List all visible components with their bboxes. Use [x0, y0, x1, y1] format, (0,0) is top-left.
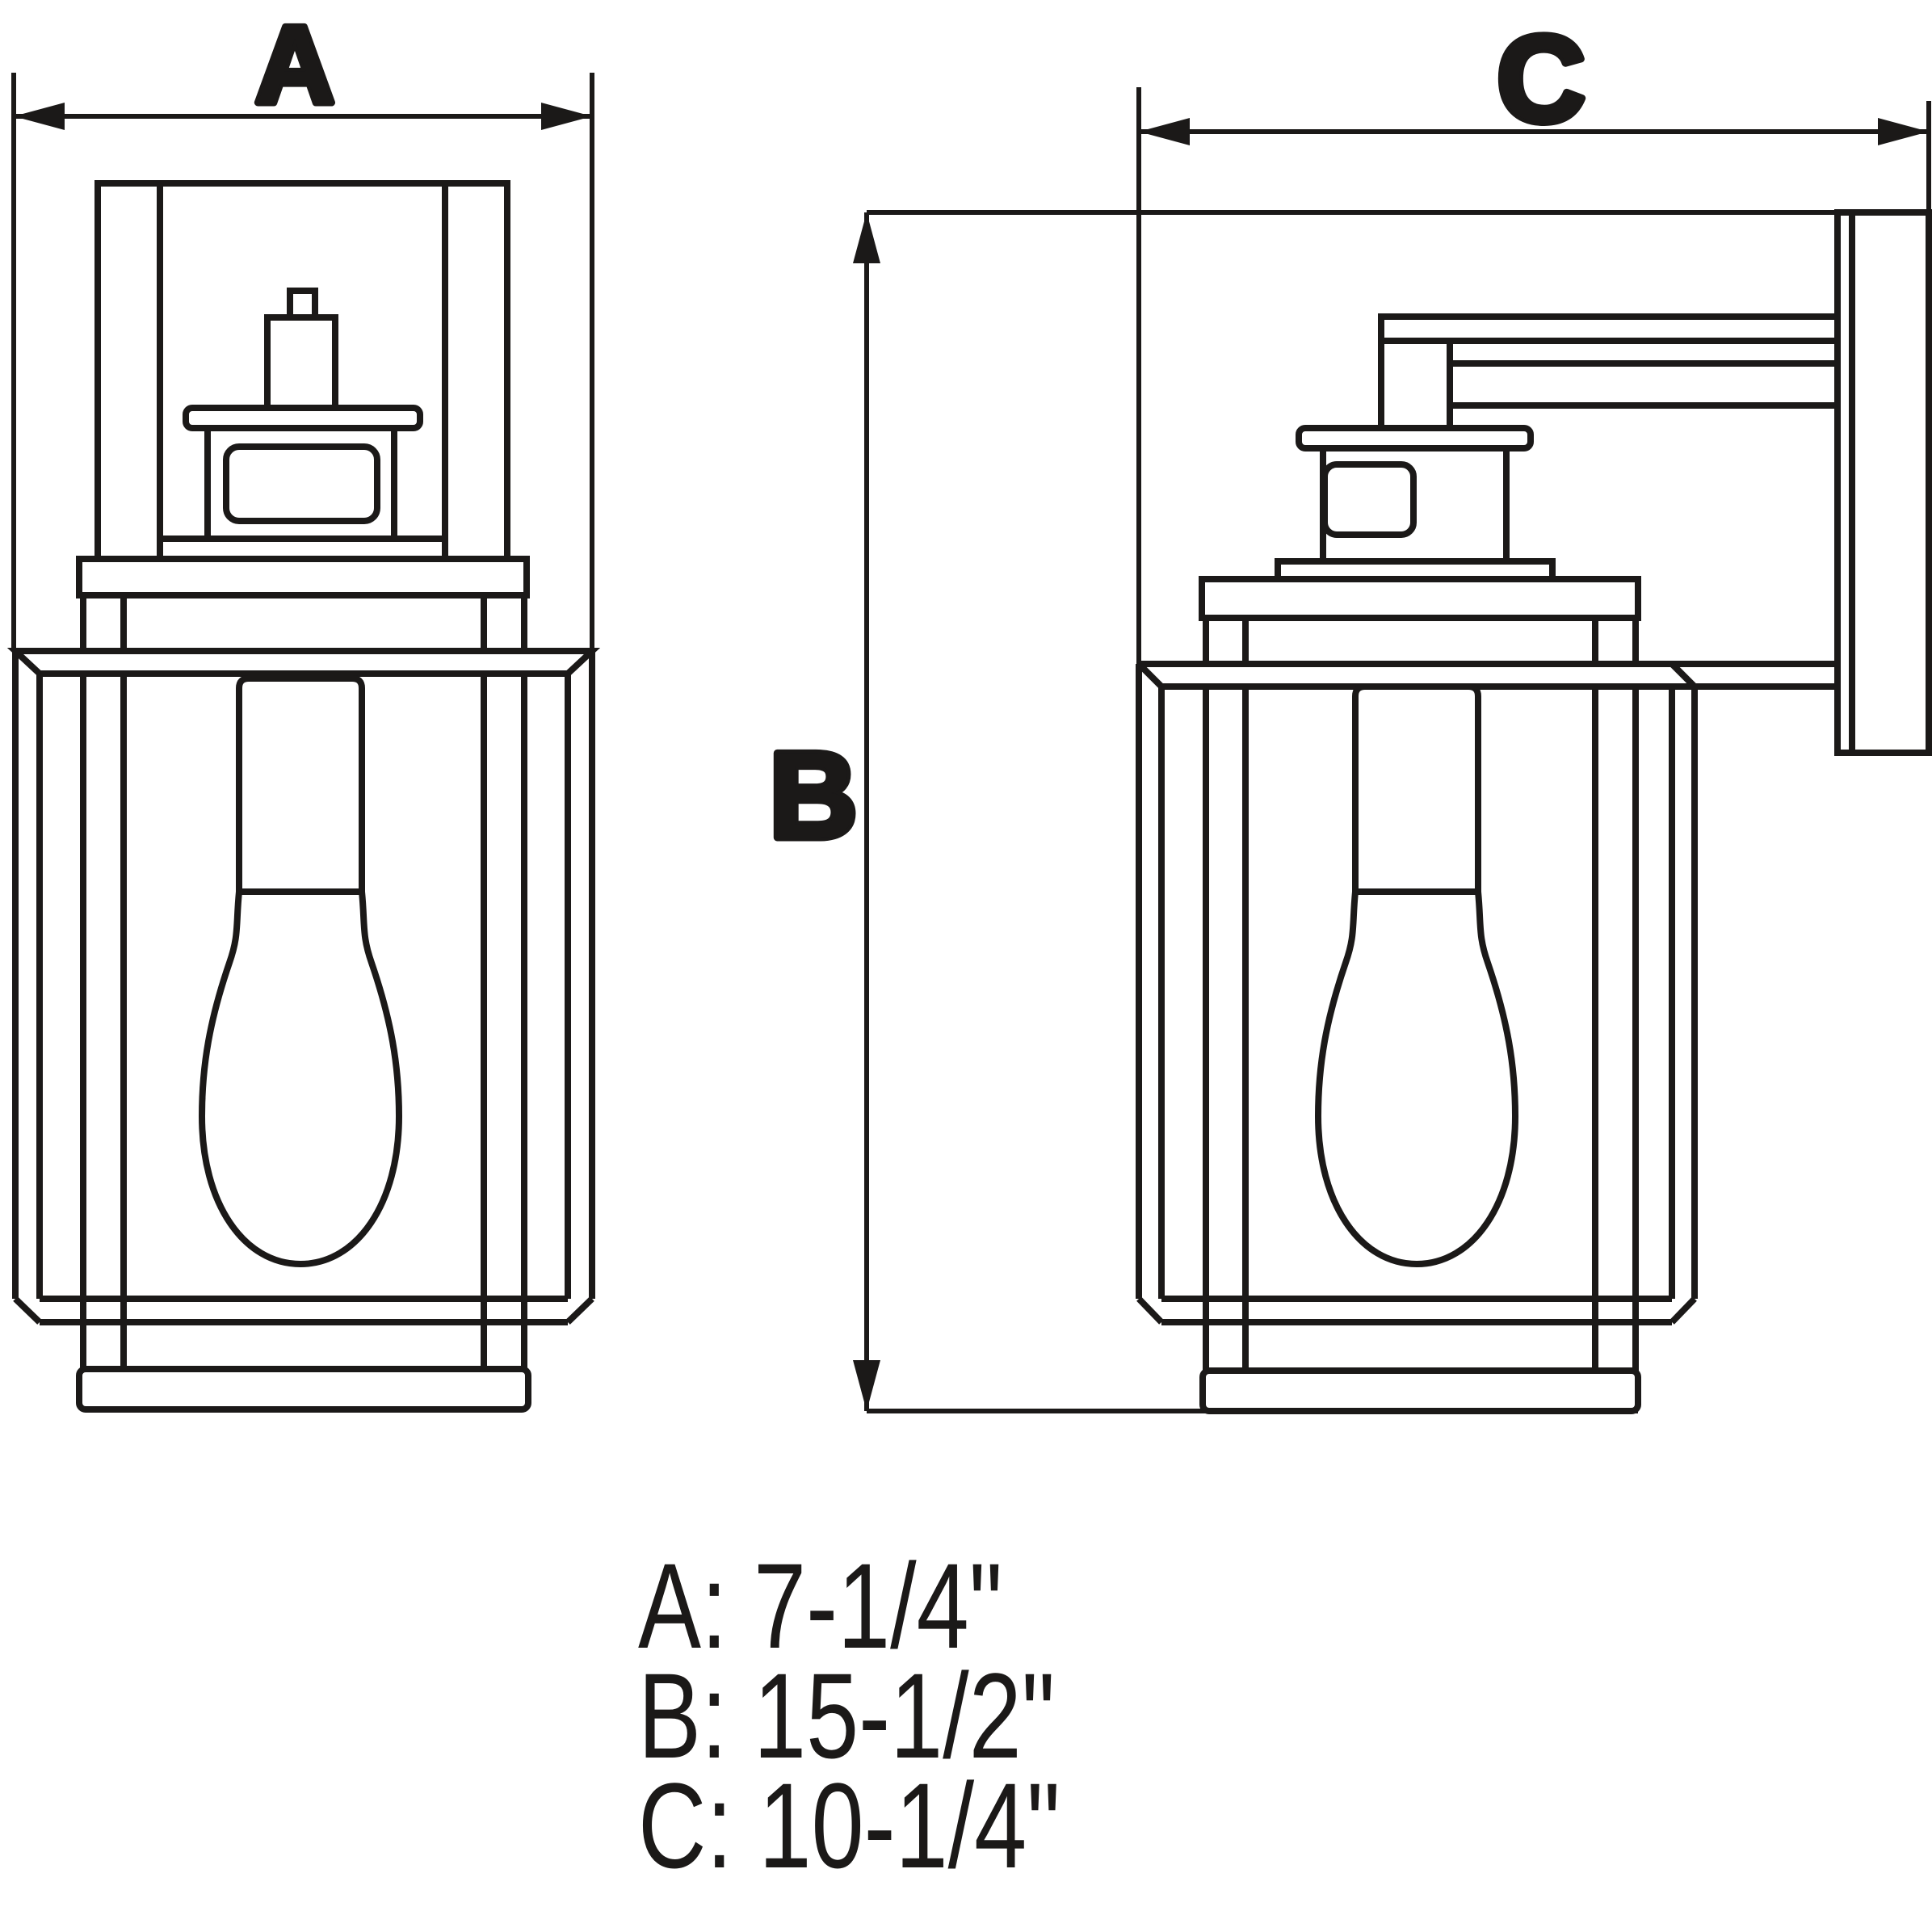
side-rim-bevel-left	[1136, 1296, 1164, 1325]
side-foot-strip-right	[1592, 1296, 1639, 1374]
front-view	[6, 180, 601, 1413]
side-wall-plate	[1834, 209, 1932, 756]
side-foot-strip-left	[1203, 1296, 1249, 1374]
dim-b-label: B	[769, 727, 858, 864]
spec-line-c: C: 10-1/4"	[638, 1758, 1060, 1893]
dim-c: C	[1136, 7, 1931, 664]
front-base-slab	[76, 1366, 531, 1413]
dim-a: A	[11, 0, 594, 651]
side-top-band	[1199, 576, 1641, 621]
side-arm-lower-bar	[1447, 360, 1841, 409]
dim-b: B	[766, 210, 1929, 1413]
spec-text: A: 7-1/4" B: 15-1/2" C: 10-1/4"	[638, 1538, 1060, 1893]
dim-b-arrowhead-bottom	[853, 1360, 880, 1411]
side-cage-post-left	[1203, 683, 1249, 1302]
front-lantern-roof	[6, 648, 601, 677]
dim-c-arrowhead-left	[1139, 118, 1190, 145]
dim-a-arrowhead-left	[14, 103, 65, 130]
spec-line-a: A: 7-1/4"	[638, 1538, 1002, 1674]
front-rim-bevel-right	[565, 1296, 594, 1325]
side-arm-upper-bar	[1378, 313, 1841, 344]
side-roof-bevel-right	[1670, 662, 1697, 689]
dim-c-label: C	[1497, 10, 1586, 148]
spec-line-b: B: 15-1/2"	[638, 1648, 1055, 1783]
side-roof-bevel-left	[1136, 662, 1164, 689]
side-bulb	[1314, 891, 1519, 1268]
front-socket-window	[223, 443, 380, 524]
front-rim-bevel-left	[13, 1296, 42, 1325]
front-cage-post-left	[80, 670, 127, 1302]
front-foot-strip-right	[481, 1296, 527, 1372]
front-top-band	[76, 556, 530, 598]
side-view	[1136, 209, 1932, 1414]
front-neck-strip-right	[481, 592, 527, 654]
side-cage-post-right	[1592, 683, 1639, 1302]
dim-c-arrowhead-right	[1878, 118, 1929, 145]
side-base-slab	[1199, 1367, 1641, 1414]
front-stem	[264, 314, 338, 411]
dim-a-arrowhead-right	[541, 103, 592, 130]
front-foot-strip-left	[80, 1296, 127, 1372]
side-neck-strip-right	[1592, 615, 1639, 667]
side-socket-window	[1321, 461, 1417, 538]
front-bulb	[198, 891, 403, 1268]
front-neck-strip-left	[80, 592, 127, 654]
front-cage-post-right	[481, 670, 527, 1302]
side-rim-bevel-right	[1670, 1296, 1697, 1325]
dim-a-label: A	[255, 3, 334, 126]
front-finial-knob	[287, 288, 318, 321]
dim-b-arrowhead-top	[853, 212, 880, 263]
side-neck-strip-left	[1203, 615, 1249, 667]
front-bulb-socket-tube	[236, 675, 365, 895]
side-bulb-socket-tube	[1352, 683, 1481, 895]
